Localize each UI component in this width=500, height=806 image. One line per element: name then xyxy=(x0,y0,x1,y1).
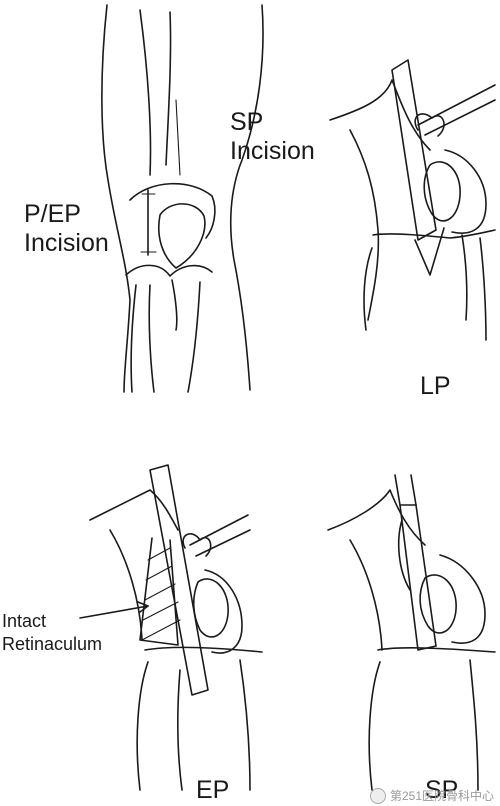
sp-label: SP xyxy=(425,776,459,804)
sp-incision-label: SP Incision xyxy=(230,108,315,165)
watermark: 第251医院骨科中心 xyxy=(369,787,494,804)
ep-approach-view xyxy=(79,464,263,791)
intact-retinaculum-label: Intact Retinaculum xyxy=(2,611,103,655)
wechat-icon xyxy=(369,787,386,804)
lp-label: LP xyxy=(420,372,451,400)
lp-approach-view xyxy=(329,59,496,341)
anterior-knee-view xyxy=(101,4,264,393)
watermark-text: 第251医院骨科中心 xyxy=(389,789,494,803)
sp-approach-view xyxy=(327,474,496,791)
ep-label: EP xyxy=(196,776,230,804)
pep-incision-label: P/EP Incision xyxy=(24,200,109,257)
